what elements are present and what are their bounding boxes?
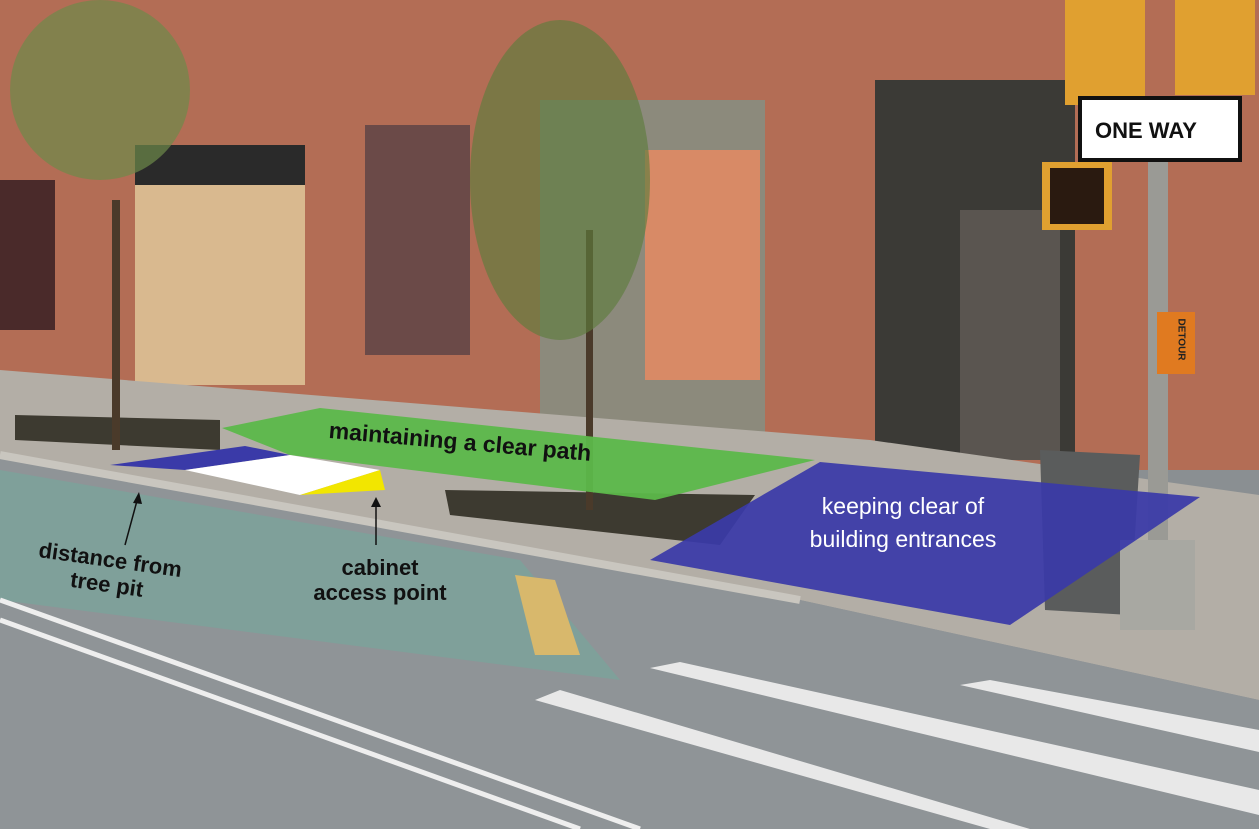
one-way-sign-text: ONE WAY bbox=[1095, 118, 1197, 143]
crosswalk-stripe bbox=[960, 680, 1259, 752]
tree-canopy bbox=[10, 0, 190, 180]
tree-trunk bbox=[586, 230, 593, 510]
entrance-clearance-zone bbox=[650, 462, 1200, 625]
dont-walk-icon bbox=[1050, 168, 1104, 224]
entrance-doors bbox=[960, 210, 1060, 460]
tree-pit-arrow bbox=[124, 496, 139, 546]
cabinet-footprint bbox=[185, 455, 380, 495]
detour-sign-text: DETOUR bbox=[1175, 318, 1187, 361]
crosswalk-stripe bbox=[535, 690, 1030, 829]
traffic-signal bbox=[1175, 0, 1255, 95]
one-way-sign bbox=[1078, 96, 1242, 162]
cabinet-label: cabinet access point bbox=[290, 555, 470, 605]
left-window bbox=[0, 180, 55, 330]
salmon-poster bbox=[645, 150, 760, 380]
entrance-clearance-label-line2: building entrances bbox=[809, 526, 997, 552]
dairy-window-poster bbox=[135, 185, 305, 385]
pole-base bbox=[1120, 540, 1195, 630]
crosswalk-stripe bbox=[650, 662, 1259, 815]
tree-pit-clearance-zone bbox=[110, 446, 290, 470]
lane-line bbox=[0, 617, 581, 829]
cabinet-label-line2: access point bbox=[313, 580, 447, 605]
curb bbox=[0, 451, 801, 604]
arrow-head-icon bbox=[371, 497, 381, 507]
tree-canopy bbox=[470, 20, 650, 340]
entrance-clearance-label: keeping clear of building entrances bbox=[778, 490, 1028, 556]
entrance-clearance-label-line1: keeping clear of bbox=[821, 493, 985, 519]
arrow-head-icon bbox=[133, 492, 142, 504]
bike-lane bbox=[0, 470, 620, 680]
bike-lane-marking bbox=[515, 575, 580, 655]
detour-sign bbox=[1157, 312, 1195, 374]
lane-line bbox=[0, 597, 641, 829]
clear-path-zone bbox=[222, 408, 815, 500]
cabinet-access-zone bbox=[300, 470, 385, 495]
tree-trunk bbox=[112, 200, 120, 450]
cabinet-label-line1: cabinet bbox=[341, 555, 419, 580]
tree-pit bbox=[445, 490, 755, 545]
meat-window-poster bbox=[365, 125, 470, 355]
traffic-signal bbox=[1065, 0, 1145, 105]
